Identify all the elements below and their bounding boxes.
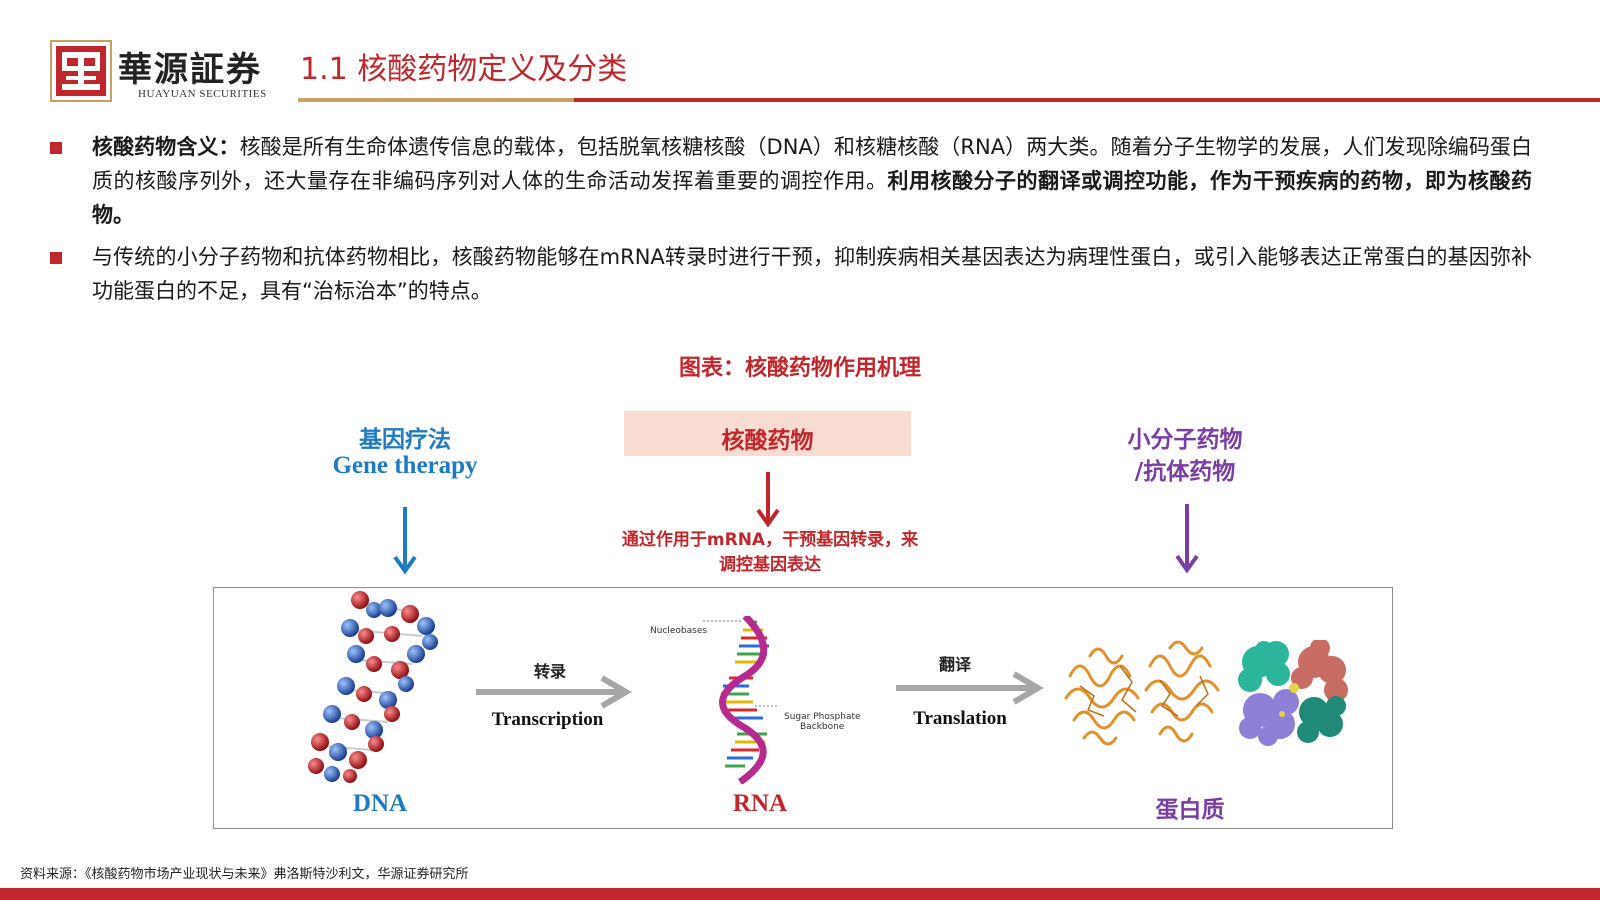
arrow-down-icon <box>393 507 417 575</box>
arrow-right-icon <box>896 671 1044 705</box>
rna-caption: RNA <box>732 790 788 817</box>
translation-label-en: Translation <box>913 708 1007 729</box>
brand-name-cn: 華源証券 <box>118 50 262 90</box>
nucleic-acid-drug-box <box>624 411 911 456</box>
gene-therapy-label-en: Gene therapy <box>332 452 478 479</box>
company-logo-icon <box>50 40 112 102</box>
bullet-lead: 核酸药物含义： <box>92 135 240 159</box>
transcription-label-cn: 转录 <box>533 662 566 681</box>
footer-rule <box>0 888 1600 900</box>
bullet-marker <box>50 252 62 264</box>
arrow-down-icon <box>1175 504 1199 574</box>
source-note: 资料来源：《核酸药物市场产业现状与未来》弗洛斯特沙利文，华源证券研究所 <box>20 867 469 882</box>
dna-caption: DNA <box>352 790 408 817</box>
protein-caption: 蛋白质 <box>1155 797 1225 823</box>
small-molecule-label: 小分子药物 <box>1127 427 1243 453</box>
protein-surface-icon <box>1238 640 1348 746</box>
transcription-label-en: Transcription <box>491 709 604 730</box>
brand-name-en: HUAYUAN SECURITIES <box>138 88 267 100</box>
bullet-emphasis: 利用核酸分子的翻译或调控功能，作为干预疾病的药物，即为核酸药物。 <box>92 169 1532 227</box>
header-rule-red <box>574 98 1600 102</box>
bullet-text: 核酸是所有生命体遗传信息的载体，包括脱氧核糖核酸（DNA）和核糖核酸（RNA）两… <box>92 135 1533 193</box>
bullet-marker <box>50 142 62 154</box>
antibody-label: /抗体药物 <box>1134 459 1236 485</box>
bullet-definition: 核酸药物含义：核酸是所有生命体遗传信息的载体，包括脱氧核糖核酸（DNA）和核糖核… <box>92 130 1532 232</box>
nucleobases-label: Nucleobases <box>650 626 708 636</box>
figure-title: 图表：核酸药物作用机理 <box>678 356 921 381</box>
page-title: 1.1 核酸药物定义及分类 <box>300 52 628 87</box>
sugar-phosphate-label: Sugar Phosphate <box>784 712 861 722</box>
rna-strand-icon <box>703 616 777 784</box>
dna-helix-icon <box>308 591 438 783</box>
gene-therapy-label-cn: 基因疗法 <box>359 427 451 453</box>
translation-label-cn: 翻译 <box>938 655 971 674</box>
nucleic-acid-drug-label: 核酸药物 <box>721 428 814 454</box>
protein-ribbon-icon <box>1064 640 1220 746</box>
backbone-label: Backbone <box>800 722 845 732</box>
nucleic-acid-mechanism-note: 通过作用于mRNA，干预基因转录，来调控基因表达 <box>621 530 919 575</box>
arrow-down-icon <box>756 472 780 528</box>
bullet-comparison: 与传统的小分子药物和抗体药物相比，核酸药物能够在mRNA转录时进行干预，抑制疾病… <box>92 245 1532 303</box>
header-rule-gold <box>298 98 574 102</box>
arrow-right-icon <box>476 675 632 709</box>
